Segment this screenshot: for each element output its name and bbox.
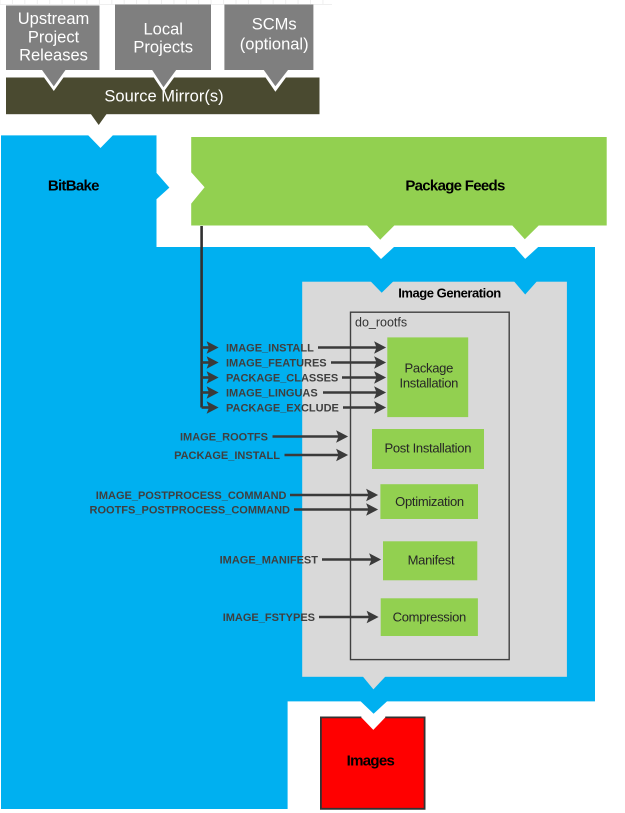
svg-text:Package: Package bbox=[405, 360, 454, 375]
svg-text:IMAGE_ROOTFS: IMAGE_ROOTFS bbox=[180, 432, 268, 444]
svg-text:Projects: Projects bbox=[133, 39, 193, 57]
svg-text:BitBake: BitBake bbox=[48, 178, 99, 195]
svg-text:Local: Local bbox=[143, 21, 182, 39]
svg-text:Releases: Releases bbox=[19, 46, 88, 64]
svg-text:Optimization: Optimization bbox=[395, 494, 464, 509]
svg-text:Manifest: Manifest bbox=[408, 553, 455, 568]
svg-text:IMAGE_POSTPROCESS_COMMAND: IMAGE_POSTPROCESS_COMMAND bbox=[96, 490, 287, 502]
svg-text:IMAGE_FSTYPES: IMAGE_FSTYPES bbox=[223, 612, 315, 624]
svg-text:Package Feeds: Package Feeds bbox=[405, 178, 505, 195]
svg-text:Image Generation: Image Generation bbox=[398, 286, 501, 301]
svg-text:(optional): (optional) bbox=[240, 36, 309, 54]
svg-text:ROOTFS_POSTPROCESS_COMMAND: ROOTFS_POSTPROCESS_COMMAND bbox=[90, 505, 291, 517]
svg-text:Images: Images bbox=[347, 752, 395, 769]
svg-text:Compression: Compression bbox=[393, 610, 466, 625]
svg-text:PACKAGE_INSTALL: PACKAGE_INSTALL bbox=[174, 450, 280, 462]
svg-text:Source Mirror(s): Source Mirror(s) bbox=[104, 88, 223, 106]
svg-text:PACKAGE_EXCLUDE: PACKAGE_EXCLUDE bbox=[226, 403, 339, 415]
svg-text:PACKAGE_CLASSES: PACKAGE_CLASSES bbox=[226, 373, 338, 385]
svg-text:SCMs: SCMs bbox=[252, 16, 297, 34]
svg-text:Installation: Installation bbox=[400, 375, 459, 390]
svg-text:IMAGE_MANIFEST: IMAGE_MANIFEST bbox=[220, 555, 319, 567]
svg-text:Project: Project bbox=[28, 28, 80, 46]
svg-text:Upstream: Upstream bbox=[18, 10, 90, 28]
svg-text:IMAGE_INSTALL: IMAGE_INSTALL bbox=[226, 343, 314, 355]
svg-text:IMAGE_FEATURES: IMAGE_FEATURES bbox=[226, 358, 327, 370]
svg-text:do_rootfs: do_rootfs bbox=[355, 316, 407, 330]
svg-text:Post Installation: Post Installation bbox=[384, 441, 471, 456]
svg-text:IMAGE_LINGUAS: IMAGE_LINGUAS bbox=[226, 388, 318, 400]
